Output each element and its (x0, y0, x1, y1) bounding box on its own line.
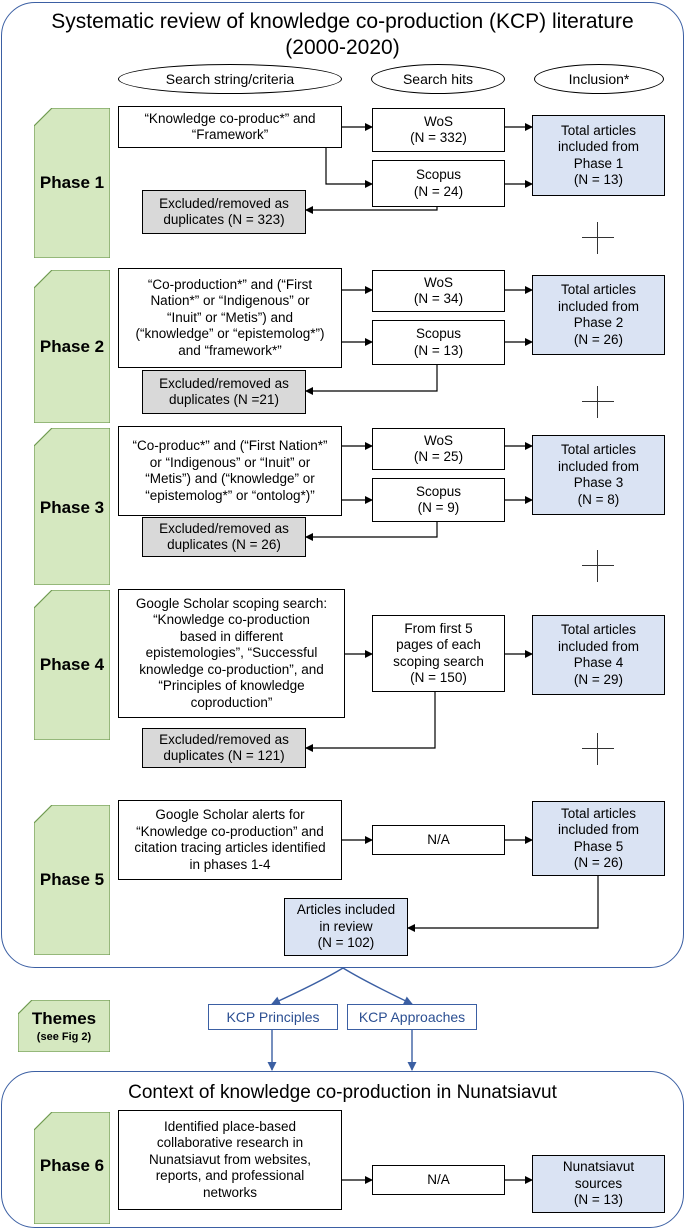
phase-2-shape (34, 270, 110, 423)
phase-3-scopus-hits: Scopus (N = 9) (372, 478, 505, 522)
themes-title: Themes (31, 1009, 97, 1028)
phase-3-text: Phase 3 (39, 498, 105, 517)
context-title: Context of knowledge co-production in Nu… (128, 1082, 557, 1103)
review-title-line1: Systematic review of knowledge co-produc… (51, 10, 634, 33)
phase-1-text: Phase 1 (39, 173, 105, 192)
phase-4-inclusion: Total articles included from Phase 4 (N … (532, 615, 665, 695)
phase-5-label: Phase 5 (34, 805, 110, 955)
phase-2-text: Phase 2 (39, 337, 105, 356)
review-title-line2: (2000-2020) (285, 36, 400, 59)
phase-6-text: Phase 6 (39, 1156, 105, 1175)
phase-3-inclusion: Total articles included from Phase 3 (N … (532, 435, 665, 515)
header-inclusion: Inclusion* (534, 64, 664, 94)
themes-label: Themes (see Fig 2) (18, 1000, 110, 1052)
plus-icon (582, 550, 614, 582)
context-frame (1, 1071, 684, 1228)
kcp-principles: KCP Principles (208, 1004, 338, 1030)
phase-2-label: Phase 2 (34, 270, 110, 423)
phase-5-hits: N/A (372, 825, 505, 855)
phase-5-text: Phase 5 (39, 870, 105, 889)
phase-6-inclusion: Nunatsiavut sources (N = 13) (532, 1155, 665, 1213)
phase-3-criteria: “Co-produc*” and (“First Nation*” or “In… (118, 426, 342, 516)
phase-1-shape (34, 108, 110, 258)
phase-3-shape (34, 428, 110, 585)
phase-3-wos-hits: WoS (N = 25) (372, 428, 505, 470)
plus-icon (582, 222, 614, 254)
kcp-approaches: KCP Approaches (347, 1004, 477, 1030)
phase-4-excluded: Excluded/removed as duplicates (N = 121) (142, 728, 306, 768)
phase-6-shape (34, 1112, 110, 1224)
header-search-hits: Search hits (371, 64, 505, 94)
themes-subtitle: (see Fig 2) (36, 1031, 92, 1043)
phase-3-label: Phase 3 (34, 428, 110, 585)
phase-4-criteria: Google Scholar scoping search: “Knowledg… (118, 589, 345, 718)
phase-6-criteria: Identified place-based collaborative res… (118, 1110, 342, 1210)
phase-3-excluded: Excluded/removed as duplicates (N = 26) (142, 517, 306, 557)
plus-icon (582, 386, 614, 418)
phase-4-text: Phase 4 (39, 655, 105, 674)
phase-2-excluded: Excluded/removed as duplicates (N =21) (142, 370, 306, 414)
phase-4-shape (34, 590, 110, 740)
phase-1-label: Phase 1 (34, 108, 110, 258)
phase-2-inclusion: Total articles included from Phase 2 (N … (532, 275, 665, 355)
phase-2-wos-hits: WoS (N = 34) (372, 270, 505, 312)
phase-1-excluded: Excluded/removed as duplicates (N = 323) (142, 190, 306, 234)
themes-shape (18, 1000, 110, 1052)
phase-5-shape (34, 805, 110, 955)
articles-included-review: Articles included in review (N = 102) (284, 898, 408, 956)
plus-icon (582, 733, 614, 765)
phase-4-label: Phase 4 (34, 590, 110, 740)
phase-2-scopus-hits: Scopus (N = 13) (372, 320, 505, 365)
phase-1-scopus-hits: Scopus (N = 24) (372, 160, 505, 207)
header-search-criteria: Search string/criteria (118, 64, 342, 94)
phase-6-label: Phase 6 (34, 1112, 110, 1224)
phase-1-wos-hits: WoS (N = 332) (372, 108, 505, 152)
phase-5-criteria: Google Scholar alerts for “Knowledge co-… (118, 800, 342, 880)
phase-4-scoping-hits: From first 5 pages of each scoping searc… (372, 615, 505, 692)
phase-5-inclusion: Total articles included from Phase 5 (N … (532, 801, 665, 876)
phase-6-hits: N/A (372, 1165, 505, 1195)
phase-1-criteria: “Knowledge co-produc*” and “Framework” (118, 106, 342, 148)
phase-1-inclusion: Total articles included from Phase 1 (N … (532, 115, 665, 196)
phase-2-criteria: “Co-production*” and (“First Nation*” or… (118, 268, 342, 368)
